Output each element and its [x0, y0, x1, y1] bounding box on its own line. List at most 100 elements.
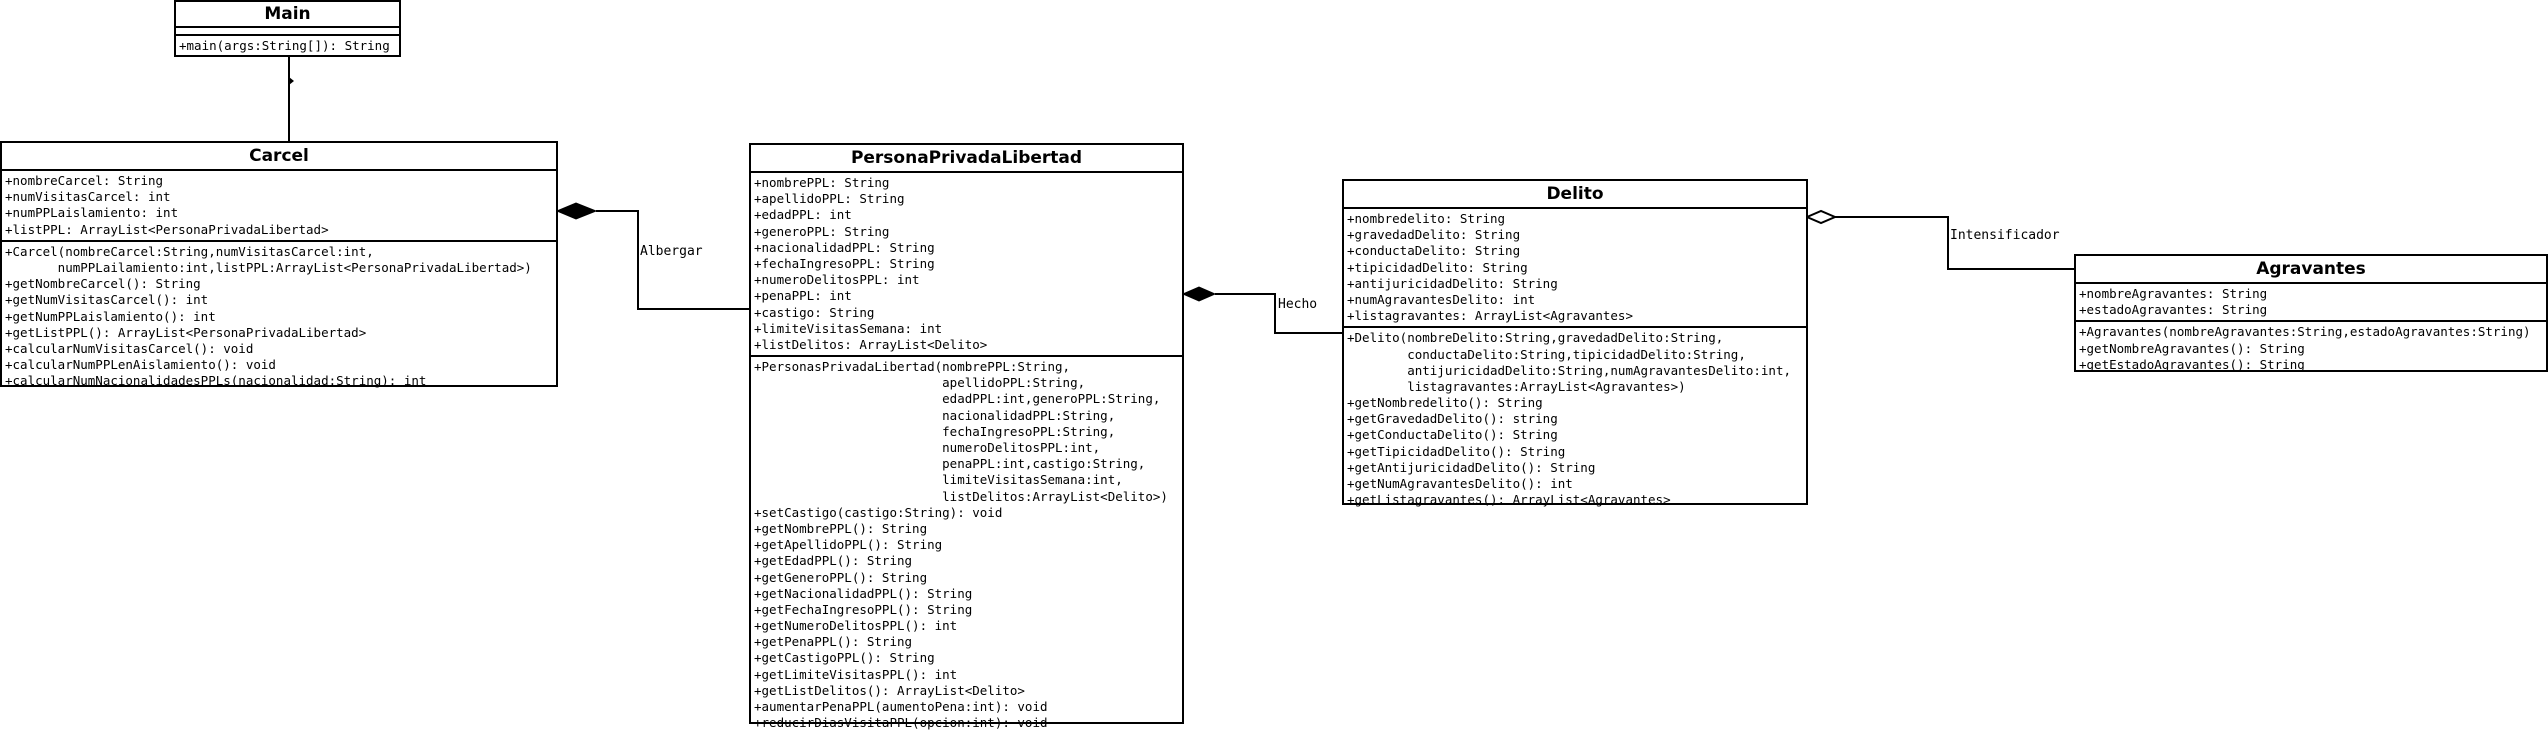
attribute-line: +nombrePPL: String — [754, 175, 890, 190]
method-line: +calcularNumPPLenAislamiento(): void — [5, 357, 276, 373]
method-line: numPPLailamiento:int,listPPL:ArrayList<P… — [5, 259, 532, 275]
class-name: Main — [264, 4, 311, 24]
class-delito[interactable]: Delito +nombredelito: String+gravedadDel… — [1342, 179, 1808, 507]
method-line: +getListagravantes(): ArrayList<Agravant… — [1347, 492, 1671, 508]
attribute-line: +numeroDelitosPPL: int — [754, 272, 920, 288]
method-line: +PersonasPrivadaLibertad(nombrePPL:Strin… — [754, 359, 1071, 375]
attribute-line: +numVisitasCarcel: int — [5, 189, 171, 205]
method-line: +getNumeroDelitosPPL(): int — [754, 618, 958, 634]
attributes-section — [176, 26, 399, 34]
attributes-section: +nombreCarcel: String+numVisitasCarcel: … — [2, 169, 556, 240]
method-line: +calcularNumVisitasCarcel(): void — [5, 340, 254, 356]
method-line: numeroDelitosPPL:int, — [754, 440, 1101, 455]
method-line: +getNombrePPL(): String — [754, 520, 928, 536]
attribute-line: +fechaIngresoPPL: String — [754, 255, 935, 271]
attribute-line: +nombreAgravantes: String — [2079, 286, 2268, 301]
methods-section: +PersonasPrivadaLibertad(nombrePPL:Strin… — [751, 355, 1182, 733]
attributes-section: +nombreAgravantes: String+estadoAgravant… — [2076, 282, 2546, 320]
method-line: +getNumPPLaislamiento(): int — [5, 308, 216, 324]
intensificador-link — [1835, 216, 2075, 270]
attribute-line: +numPPLaislamiento: int — [5, 205, 179, 221]
attribute-line: +gravedadDelito: String — [1347, 227, 1521, 243]
method-line: +getNumAgravantesDelito(): int — [1347, 476, 1573, 491]
method-line: +Carcel(nombreCarcel:String,numVisitasCa… — [5, 243, 374, 259]
attribute-line: +nombredelito: String — [1347, 211, 1506, 226]
composition-diamond-icon — [1181, 286, 1217, 302]
method-line: +getListPPL(): ArrayList<PersonaPrivadaL… — [5, 324, 367, 340]
method-line: +main(args:String[]): String — [179, 38, 390, 53]
class-name: Carcel — [249, 146, 309, 166]
method-line: conductaDelito:String,tipicidadDelito:St… — [1347, 346, 1746, 362]
attributes-section: +nombredelito: String+gravedadDelito: St… — [1344, 207, 1806, 326]
method-line: antijuricidadDelito:String,numAgravantes… — [1347, 362, 1792, 378]
method-line: +getCastigoPPL(): String — [754, 650, 935, 666]
attributes-section: +nombrePPL: String+apellidoPPL: String+e… — [751, 171, 1182, 355]
method-line: +getNombredelito(): String — [1347, 395, 1543, 411]
albergar-link — [596, 210, 750, 310]
attribute-line: +conductaDelito: String — [1347, 243, 1521, 259]
method-line: +getApellidoPPL(): String — [754, 537, 943, 553]
attribute-line: +limiteVisitasSemana: int — [754, 320, 943, 336]
class-carcel[interactable]: Carcel +nombreCarcel: String+numVisitasC… — [0, 141, 558, 388]
method-line: +getGravedadDelito(): string — [1347, 411, 1558, 427]
method-line: +getConductaDelito(): String — [1347, 427, 1558, 443]
method-line: +Agravantes(nombreAgravantes:String,esta… — [2079, 324, 2531, 340]
attribute-line: +nombreCarcel: String — [5, 173, 164, 188]
methods-section: +main(args:String[]): String — [176, 34, 399, 56]
composition-diamond-icon — [555, 202, 598, 220]
method-line: listDelitos:ArrayList<Delito>) — [754, 488, 1168, 504]
method-line: +setCastigo(castigo:String): void — [754, 504, 1003, 520]
method-line: +calcularNumNacionalidadesPPLs(nacionali… — [5, 373, 427, 389]
method-line: +getLimiteVisitasPPL(): int — [754, 666, 958, 682]
attribute-line: +tipicidadDelito: String — [1347, 259, 1528, 275]
method-line: +getEdadPPL(): String — [754, 553, 913, 569]
method-line: +aumentarPenaPPL(aumentoPena:int): void — [754, 699, 1048, 714]
method-line: apellidoPPL:String, — [754, 375, 1086, 391]
method-line: +getAntijuricidadDelito(): String — [1347, 459, 1596, 475]
method-line: +getTipicidadDelito(): String — [1347, 443, 1566, 459]
class-main[interactable]: Main +main(args:String[]): String — [174, 0, 401, 57]
aggregation-diamond-icon — [1804, 209, 1838, 225]
method-line: +getNombreAgravantes(): String — [2079, 340, 2305, 356]
method-line: +getNumVisitasCarcel(): int — [5, 292, 209, 308]
class-name: PersonaPrivadaLibertad — [850, 148, 1083, 168]
method-line: +getPenaPPL(): String — [754, 634, 913, 650]
method-line: +getFechaIngresoPPL(): String — [754, 601, 973, 617]
attribute-line: +listPPL: ArrayList<PersonaPrivadaLibert… — [5, 221, 329, 237]
attribute-line: +penaPPL: int — [754, 288, 852, 304]
method-line: nacionalidadPPL:String, — [754, 407, 1116, 423]
attribute-line: +antijuricidadDelito: String — [1347, 275, 1558, 291]
method-line: fechaIngresoPPL:String, — [754, 423, 1116, 439]
class-agravantes[interactable]: Agravantes +nombreAgravantes: String+est… — [2074, 254, 2548, 372]
intensificador-label: Intensificador — [1950, 228, 2060, 243]
hecho-label: Hecho — [1278, 297, 1318, 312]
class-name: Delito — [1546, 184, 1604, 204]
method-line: +getListDelitos(): ArrayList<Delito> — [754, 682, 1025, 698]
attribute-line: +generoPPL: String — [754, 223, 890, 239]
attribute-line: +listDelitos: ArrayList<Delito> — [754, 336, 988, 352]
method-line: +getNombreCarcel(): String — [5, 276, 201, 292]
arrow-head-icon — [289, 77, 294, 85]
method-line: limiteVisitasSemana:int, — [754, 472, 1123, 488]
methods-section: +Delito(nombreDelito:String,gravedadDeli… — [1344, 326, 1806, 510]
methods-section: +Agravantes(nombreAgravantes:String,esta… — [2076, 320, 2546, 375]
method-line: +getNacionalidadPPL(): String — [754, 585, 973, 601]
class-name: Agravantes — [2256, 259, 2366, 279]
attribute-line: +apellidoPPL: String — [754, 191, 905, 207]
methods-section: +Carcel(nombreCarcel:String,numVisitasCa… — [2, 239, 556, 392]
attribute-line: +numAgravantesDelito: int — [1347, 291, 1536, 307]
attribute-line: +nacionalidadPPL: String — [754, 239, 935, 255]
method-line: penaPPL:int,castigo:String, — [754, 456, 1146, 472]
attribute-line: +castigo: String — [754, 304, 875, 320]
method-line: listagravantes:ArrayList<Agravantes>) — [1347, 378, 1686, 394]
attribute-line: +edadPPL: int — [754, 207, 852, 223]
class-persona-privada-libertad[interactable]: PersonaPrivadaLibertad +nombrePPL: Strin… — [749, 143, 1184, 730]
method-line: +getGeneroPPL(): String — [754, 569, 928, 585]
attribute-line: +listagravantes: ArrayList<Agravantes> — [1347, 308, 1633, 324]
method-line: +reducirDiasVisitaPPL(opcion:int): void — [754, 715, 1048, 731]
hecho-link — [1215, 293, 1343, 334]
method-line: +getEstadoAgravantes(): String — [2079, 356, 2305, 372]
albergar-label: Albergar — [640, 244, 703, 259]
attribute-line: +estadoAgravantes: String — [2079, 302, 2268, 318]
